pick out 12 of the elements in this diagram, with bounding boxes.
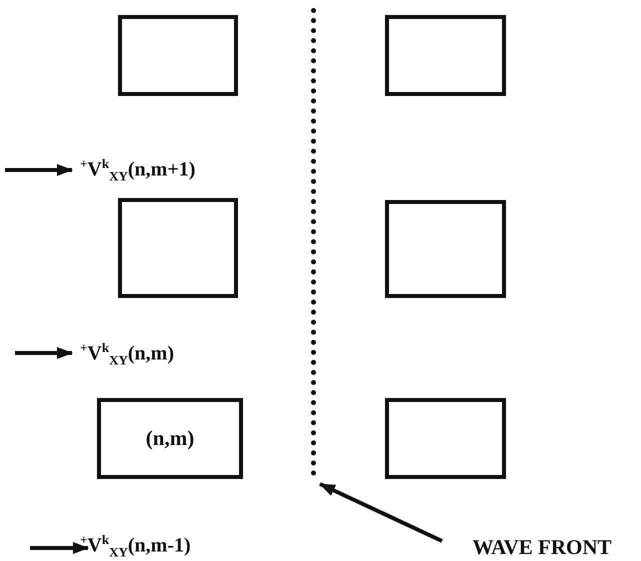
leader-arrow xyxy=(319,482,443,543)
voltage-label: $^{+}$V$^{k}$$_{XY}$(n,m-1) xyxy=(80,532,191,561)
cell-box: (n,m) xyxy=(97,398,243,479)
grid-box xyxy=(385,200,506,298)
voltage-label: $^{+}$V$^{k}$$_{XY}$(n,m+1) xyxy=(80,156,196,185)
grid-box xyxy=(118,15,238,96)
grid-box xyxy=(385,15,506,96)
voltage-label: $^{+}$V$^{k}$$_{XY}$(n,m) xyxy=(80,340,174,369)
grid-box xyxy=(118,198,238,298)
grid-box xyxy=(385,398,506,479)
wave-front-label: WAVE FRONT xyxy=(447,535,637,559)
wave-front-line xyxy=(311,8,317,476)
